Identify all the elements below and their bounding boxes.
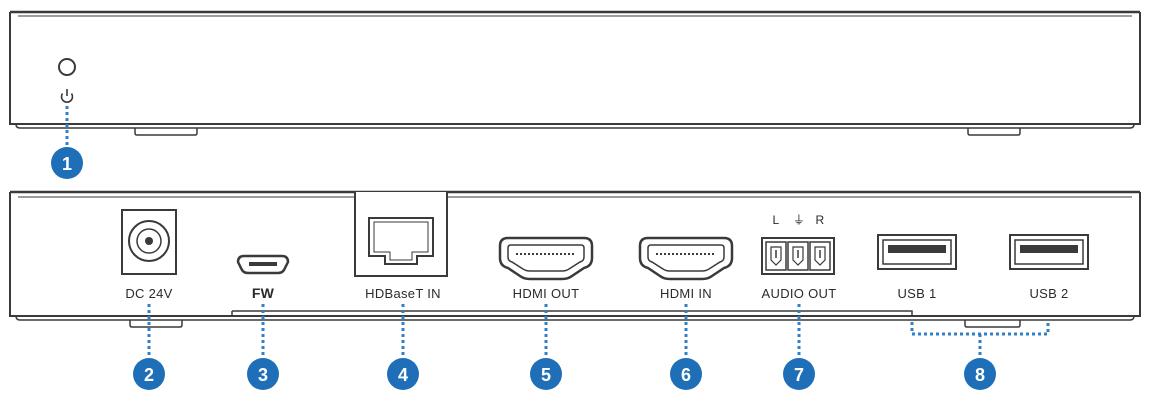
port-label-usb-1: USB 1 <box>897 286 936 301</box>
port-label-fw: FW <box>252 285 275 301</box>
callout-badge-4: 4 <box>387 358 419 390</box>
callout-badge-7: 7 <box>783 358 815 390</box>
usb-group-bracket <box>910 322 1050 336</box>
led-circle-icon <box>58 58 76 76</box>
callout-number-8: 8 <box>975 365 985 385</box>
callout-badge-6: 6 <box>670 358 702 390</box>
front-right-foot <box>967 128 1021 136</box>
rear-panel: L ⏚ R DC 24V FW HDBaseT IN HDMI OUT HDMI… <box>9 190 1141 358</box>
hdmi-in-port-icon <box>638 236 734 281</box>
callout-badge-1: 1 <box>51 147 83 179</box>
port-label-hdmi-out: HDMI OUT <box>513 286 580 301</box>
rear-left-foot <box>129 320 183 328</box>
rear-right-foot <box>964 320 1021 328</box>
callout-number-4: 4 <box>398 365 408 385</box>
callout-number-1: 1 <box>62 154 72 174</box>
callout-number-6: 6 <box>681 365 691 385</box>
callout-badge-5: 5 <box>530 358 562 390</box>
callout-badge-8: 8 <box>964 358 996 390</box>
callout-badge-3: 3 <box>247 358 279 390</box>
bottom-rail <box>231 310 913 315</box>
callout-number-2: 2 <box>144 365 154 385</box>
port-label-usb-2: USB 2 <box>1029 286 1068 301</box>
usb-a-2-icon <box>1009 234 1089 270</box>
usb-a-1-icon <box>877 234 957 270</box>
audio-pin-ground-label: ⏚ <box>793 213 805 227</box>
hdmi-out-port-icon <box>498 236 594 281</box>
callout-badge-2: 2 <box>133 358 165 390</box>
audio-pin-r-label: R <box>816 213 825 227</box>
port-label-audio-out: AUDIO OUT <box>762 286 837 301</box>
callout-number-7: 7 <box>794 365 804 385</box>
front-left-foot <box>134 128 198 136</box>
callout-number-3: 3 <box>258 365 268 385</box>
rj45-icon <box>354 192 448 277</box>
callout-number-5: 5 <box>541 365 551 385</box>
port-label-dc-24v: DC 24V <box>125 286 172 301</box>
port-label-hdmi-in: HDMI IN <box>660 286 712 301</box>
dc-jack-icon <box>121 209 177 275</box>
audio-pin-l-label: L <box>773 213 780 227</box>
micro-usb-icon <box>236 254 290 275</box>
port-label-hdbaset-in: HDBaseT IN <box>365 286 441 301</box>
front-panel <box>9 10 1141 146</box>
power-icon <box>60 89 74 103</box>
terminal-block-icon <box>761 237 835 275</box>
